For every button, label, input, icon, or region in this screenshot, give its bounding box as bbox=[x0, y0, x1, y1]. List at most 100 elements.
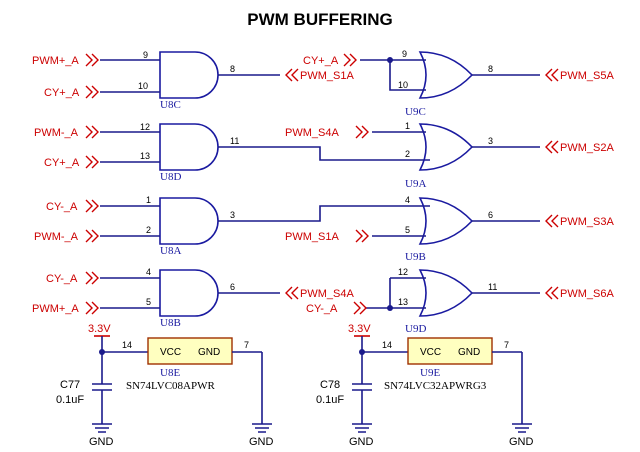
c78-ref: C78 bbox=[320, 379, 340, 391]
gate-u9a: 1 2 3 U9A bbox=[372, 121, 540, 190]
u9c-ref: U9C bbox=[405, 106, 426, 118]
u9b-ref: U9B bbox=[405, 251, 426, 263]
svg-text:PWM_S1A: PWM_S1A bbox=[285, 231, 339, 243]
u9e-gnd-label: GND bbox=[458, 347, 480, 358]
c77-value: 0.1uF bbox=[56, 394, 84, 406]
net-port-cy-plus-a-1: CY+_A bbox=[44, 85, 99, 99]
u8e-vcc-label: VCC bbox=[160, 347, 181, 358]
net-port-cy-plus-a-3: CY+_A bbox=[303, 53, 357, 67]
u9c-pin-out: 8 bbox=[488, 64, 493, 74]
net-port-pwm-plus-a-1: PWM+_A bbox=[32, 53, 99, 67]
gate-u9c: 9 10 8 U9C bbox=[360, 49, 540, 118]
u8e-gnd: GND bbox=[249, 436, 274, 448]
u8e-cap-gnd: GND bbox=[89, 436, 114, 448]
svg-text:PWM_S4A: PWM_S4A bbox=[300, 288, 354, 300]
svg-text:PWM_S5A: PWM_S5A bbox=[560, 70, 614, 82]
svg-text:CY+_A: CY+_A bbox=[44, 157, 80, 169]
net-port-pwm-plus-a-2: PWM+_A bbox=[32, 301, 99, 315]
u8a-pin-out: 3 bbox=[230, 210, 235, 220]
net-port-pwm-s5a: PWM_S5A bbox=[545, 68, 614, 82]
u8a-pin-in1: 1 bbox=[146, 195, 151, 205]
u8e-vcc-pin: 14 bbox=[122, 340, 132, 350]
u9d-pin-in2: 13 bbox=[398, 297, 408, 307]
svg-text:PWM-_A: PWM-_A bbox=[34, 127, 79, 139]
u9e-cap-gnd: GND bbox=[349, 436, 374, 448]
u9e-vcc-label: VCC bbox=[420, 347, 441, 358]
svg-text:CY-_A: CY-_A bbox=[306, 303, 338, 315]
u8e-ref: U8E bbox=[160, 367, 180, 379]
svg-text:PWM+_A: PWM+_A bbox=[32, 55, 79, 67]
u9d-pin-in1: 12 bbox=[398, 267, 408, 277]
net-port-cy-plus-a-2: CY+_A bbox=[44, 155, 99, 169]
gate-u9d: 12 13 11 U9D bbox=[366, 267, 540, 335]
u8d-pin-out: 11 bbox=[230, 136, 239, 146]
net-port-pwm-s2a: PWM_S2A bbox=[545, 140, 614, 154]
net-port-pwm-s6a: PWM_S6A bbox=[545, 286, 614, 300]
net-port-cy-minus-a-2: CY-_A bbox=[46, 271, 99, 285]
u9e-ref: U9E bbox=[420, 367, 440, 379]
u8b-pin-out: 6 bbox=[230, 282, 235, 292]
u8a-pin-in2: 2 bbox=[146, 225, 151, 235]
u9c-pin-in2: 10 bbox=[398, 80, 408, 90]
c77-ref: C77 bbox=[60, 379, 80, 391]
u9a-pin-out: 3 bbox=[488, 136, 493, 146]
gate-u9b: 4 5 6 U9B bbox=[372, 195, 540, 263]
svg-text:PWM_S2A: PWM_S2A bbox=[560, 142, 614, 154]
svg-text:CY-_A: CY-_A bbox=[46, 273, 78, 285]
c78-value: 0.1uF bbox=[316, 394, 344, 406]
u8e-gnd-label: GND bbox=[198, 347, 220, 358]
u9e-vcc-pin: 14 bbox=[382, 340, 392, 350]
u9b-pin-in1: 4 bbox=[405, 195, 410, 205]
power-block-u8e: 3.3V GND C77 0.1uF 14 VCC GND 7 GND U8E … bbox=[56, 323, 274, 448]
net-port-cy-minus-a-3: CY-_A bbox=[306, 301, 367, 315]
svg-text:PWM-_A: PWM-_A bbox=[34, 231, 79, 243]
net-port-pwm-s1a-in: PWM_S1A bbox=[285, 229, 369, 243]
u9a-pin-in1: 1 bbox=[405, 121, 410, 131]
u8e-part: SN74LVC08APWR bbox=[126, 380, 215, 392]
net-port-pwm-minus-a-1: PWM-_A bbox=[34, 125, 99, 139]
u8c-pin-out: 8 bbox=[230, 64, 235, 74]
net-port-pwm-minus-a-2: PWM-_A bbox=[34, 229, 99, 243]
u8d-pin-in2: 13 bbox=[140, 151, 150, 161]
u9a-pin-in2: 2 bbox=[405, 149, 410, 159]
u8b-pin-in1: 4 bbox=[146, 267, 151, 277]
u8c-pin-in2: 10 bbox=[138, 81, 148, 91]
u8d-pin-in1: 12 bbox=[140, 122, 150, 132]
svg-text:PWM_S3A: PWM_S3A bbox=[560, 216, 614, 228]
u9e-gnd: GND bbox=[509, 436, 534, 448]
svg-text:CY+_A: CY+_A bbox=[44, 87, 80, 99]
u8b-ref: U8B bbox=[160, 317, 181, 329]
gate-u8c: 9 10 8 U8C bbox=[100, 50, 280, 111]
gate-u8b: 4 5 6 U8B bbox=[100, 267, 280, 329]
u9a-ref: U9A bbox=[405, 178, 426, 190]
net-port-pwm-s1a-out: PWM_S1A bbox=[285, 68, 354, 82]
svg-text:PWM+_A: PWM+_A bbox=[32, 303, 79, 315]
svg-text:CY-_A: CY-_A bbox=[46, 201, 78, 213]
u8d-ref: U8D bbox=[160, 171, 181, 183]
u9d-pin-out: 11 bbox=[488, 282, 497, 292]
u8c-ref: U8C bbox=[160, 99, 181, 111]
gate-u8d: 12 13 11 U8D bbox=[100, 122, 430, 183]
power-block-u9e: 3.3V GND C78 0.1uF 14 VCC GND 7 GND U9E … bbox=[316, 323, 534, 448]
svg-text:PWM_S1A: PWM_S1A bbox=[300, 70, 354, 82]
u9e-supply-label: 3.3V bbox=[348, 323, 371, 335]
u9c-pin-in1: 9 bbox=[402, 49, 407, 59]
net-port-pwm-s3a: PWM_S3A bbox=[545, 214, 614, 228]
u9b-pin-out: 6 bbox=[488, 210, 493, 220]
u8e-gnd-pin: 7 bbox=[244, 340, 249, 350]
u8e-supply-label: 3.3V bbox=[88, 323, 111, 335]
u8b-pin-in2: 5 bbox=[146, 297, 151, 307]
u9e-gnd-pin: 7 bbox=[504, 340, 509, 350]
u8a-ref: U8A bbox=[160, 245, 181, 257]
gate-u8a: 1 2 3 U8A bbox=[100, 195, 430, 257]
u9b-pin-in2: 5 bbox=[405, 225, 410, 235]
svg-text:CY+_A: CY+_A bbox=[303, 55, 339, 67]
u9e-part: SN74LVC32APWRG3 bbox=[384, 380, 487, 392]
svg-text:PWM_S4A: PWM_S4A bbox=[285, 127, 339, 139]
svg-text:PWM_S6A: PWM_S6A bbox=[560, 288, 614, 300]
diagram-title: PWM BUFFERING bbox=[247, 10, 392, 29]
u8c-pin-in1: 9 bbox=[143, 50, 148, 60]
net-port-cy-minus-a-1: CY-_A bbox=[46, 199, 99, 213]
net-port-pwm-s4a-in: PWM_S4A bbox=[285, 125, 369, 139]
